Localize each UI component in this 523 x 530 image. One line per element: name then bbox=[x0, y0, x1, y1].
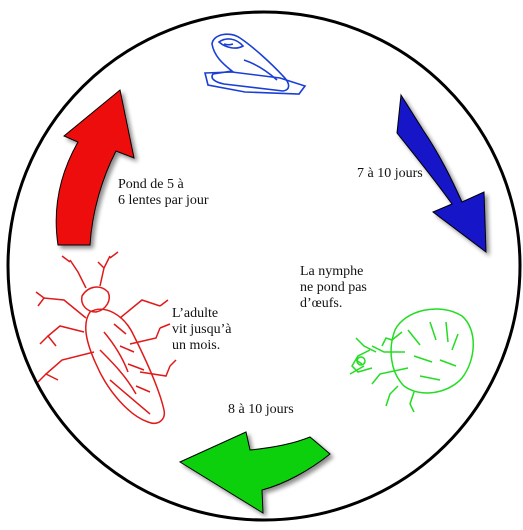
laying-note-line-1: Pond de 5 à bbox=[118, 177, 209, 193]
adult-note-line-3: un mois. bbox=[172, 338, 232, 354]
nymph-note-line-3: d’œufs. bbox=[300, 296, 367, 312]
nymph-note-line-1: La nymphe bbox=[300, 264, 367, 280]
laying-note-line-2: 6 lentes par jour bbox=[118, 193, 209, 209]
nymph-note-label: La nymphe ne pond pas d’œufs. bbox=[300, 264, 367, 312]
adult-note-line-1: L’adulte bbox=[172, 306, 232, 322]
laying-note-label: Pond de 5 à 6 lentes par jour bbox=[118, 177, 209, 209]
nymph-note-line-2: ne pond pas bbox=[300, 280, 367, 296]
adult-note-label: L’adulte vit jusqu’à un mois. bbox=[172, 306, 232, 354]
nymph-stage-duration-label: 8 à 10 jours bbox=[228, 402, 294, 418]
adult-note-line-2: vit jusqu’à bbox=[172, 322, 232, 338]
egg-stage-duration-label: 7 à 10 jours bbox=[357, 166, 423, 182]
